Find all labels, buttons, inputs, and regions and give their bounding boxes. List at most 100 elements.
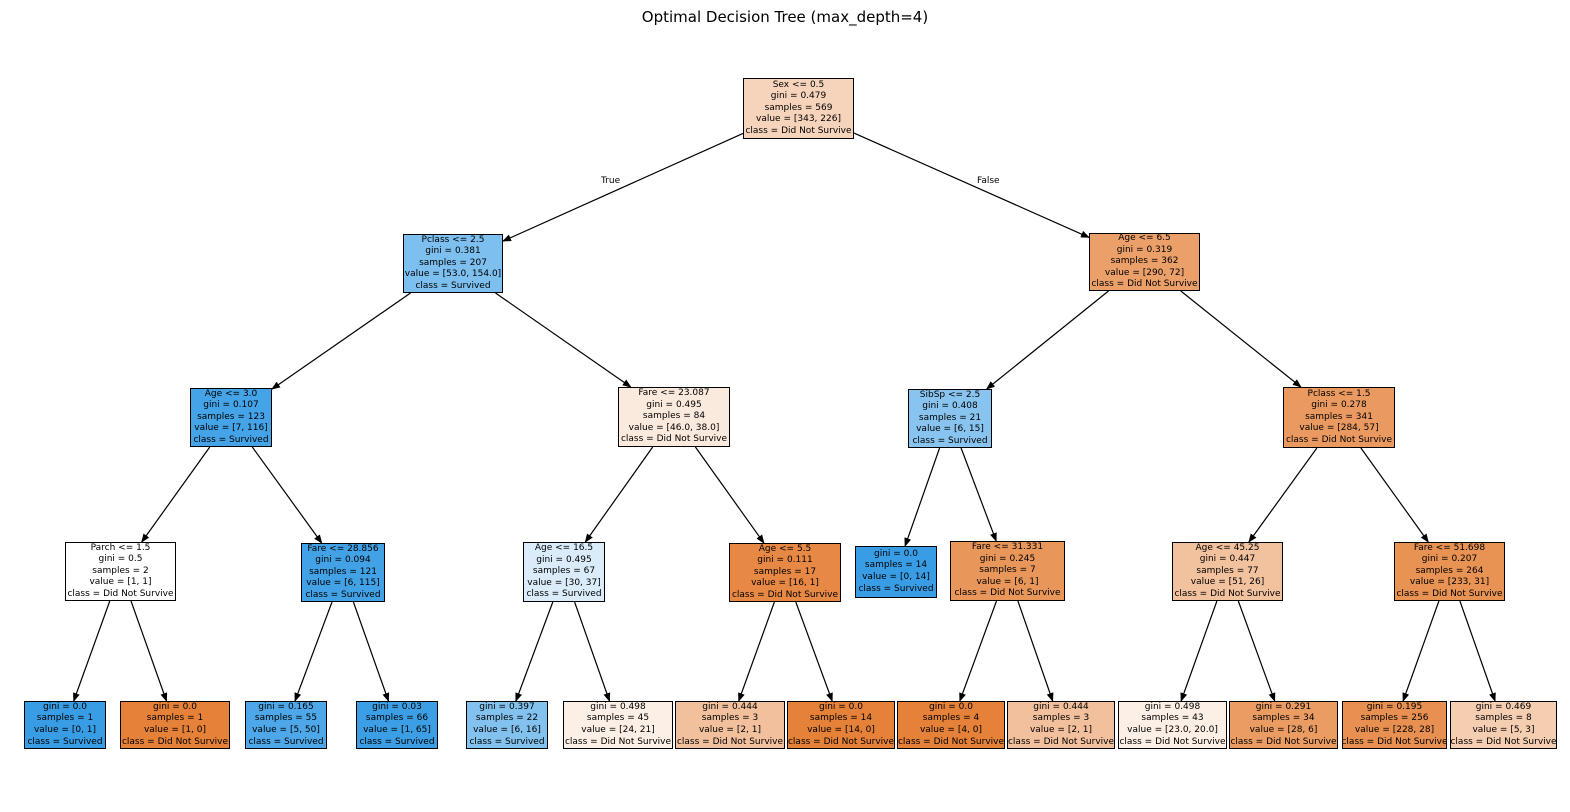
tree-node: Fare <= 51.698 gini = 0.207 samples = 26… — [1394, 542, 1505, 601]
tree-edge — [502, 132, 744, 242]
node-samples: samples = 3 — [1032, 713, 1090, 724]
node-value: value = [0, 14] — [862, 572, 930, 582]
tree-edge — [495, 292, 632, 388]
node-gini: gini = 0.498 — [590, 701, 646, 712]
node-gini: gini = 0.444 — [1033, 701, 1089, 712]
node-value: value = [14, 0] — [807, 725, 875, 735]
node-value: value = [1, 65] — [363, 725, 431, 735]
tree-edge — [352, 601, 390, 702]
node-value: value = [46.0, 38.0] — [628, 422, 720, 433]
tree-edge — [1459, 600, 1496, 702]
node-value: value = [5, 50] — [252, 725, 320, 735]
node-value: value = [5, 3] — [1472, 725, 1535, 735]
node-samples: samples = 2 — [92, 565, 149, 576]
node-samples: samples = 77 — [1196, 565, 1259, 576]
node-value: value = [6, 16] — [473, 725, 541, 735]
node-gini: gini = 0.469 — [1475, 701, 1532, 712]
tree-leaf: gini = 0.0 samples = 4 value = [4, 0] cl… — [897, 701, 1005, 749]
node-class: class = Did Not Survive — [787, 736, 895, 747]
node-samples: samples = 569 — [764, 102, 833, 113]
node-class: class = Did Not Survive — [676, 736, 784, 747]
node-value: value = [30, 37] — [527, 577, 601, 588]
tree-leaf: gini = 0.03 samples = 66 value = [1, 65]… — [356, 701, 438, 749]
node-class: class = Did Not Survive — [1230, 736, 1337, 747]
node-value: value = [1, 1] — [89, 577, 152, 588]
node-value: value = [24, 21] — [581, 725, 655, 735]
tree-edge — [738, 601, 775, 702]
tree-edge — [1237, 600, 1276, 702]
node-value: value = [6, 15] — [916, 424, 984, 435]
node-condition: Age <= 5.5 — [758, 543, 812, 554]
tree-node: Pclass <= 1.5 gini = 0.278 samples = 341… — [1283, 387, 1395, 448]
node-samples: samples = 4 — [922, 713, 980, 724]
node-class: class = Survived — [469, 736, 545, 747]
node-condition: Fare <= 28.856 — [307, 543, 379, 554]
tree-edge — [73, 600, 111, 702]
node-gini: gini = 0.498 — [1144, 701, 1201, 712]
node-class: class = Survived — [305, 589, 381, 600]
node-condition: Fare <= 51.698 — [1413, 542, 1486, 553]
node-samples: samples = 1 — [36, 713, 94, 724]
tree-node: Age <= 5.5 gini = 0.111 samples = 17 val… — [729, 543, 841, 602]
tree-leaf: gini = 0.0 samples = 14 value = [0, 14] … — [855, 546, 937, 598]
node-gini: gini = 0.408 — [922, 401, 978, 412]
tree-node: Age <= 3.0 gini = 0.107 samples = 123 va… — [190, 388, 272, 447]
node-gini: gini = 0.245 — [979, 553, 1036, 564]
tree-edge — [1180, 600, 1218, 702]
node-class: class = Survived — [193, 434, 269, 445]
node-gini: gini = 0.381 — [425, 246, 481, 257]
node-value: value = [23.0, 20.0] — [1127, 725, 1218, 735]
node-condition: Age <= 45.25 — [1195, 542, 1260, 553]
tree-edge — [574, 601, 611, 702]
node-samples: samples = 55 — [254, 713, 318, 724]
tree-edge — [1248, 447, 1318, 543]
tree-leaf: gini = 0.498 samples = 45 value = [24, 2… — [563, 701, 673, 749]
tree-node: Fare <= 31.331 gini = 0.245 samples = 7 … — [950, 541, 1065, 601]
node-class: class = Did Not Survive — [564, 736, 672, 747]
tree-edge — [904, 447, 941, 547]
node-gini: gini = 0.0 — [819, 701, 863, 712]
node-condition: Pclass <= 1.5 — [1307, 388, 1371, 399]
node-gini: gini = 0.03 — [372, 701, 422, 712]
node-condition: SibSp <= 2.5 — [919, 389, 981, 400]
tree-edge — [294, 601, 333, 702]
tree-leaf: gini = 0.469 samples = 8 value = [5, 3] … — [1450, 701, 1557, 749]
tree-leaf: gini = 0.165 samples = 55 value = [5, 50… — [245, 701, 327, 749]
node-gini: gini = 0.111 — [757, 555, 813, 566]
node-class: class = Did Not Survive — [121, 736, 229, 747]
tree-edge — [985, 290, 1109, 390]
tree-edge — [960, 447, 997, 542]
tree-edge — [1402, 600, 1440, 702]
node-gini: gini = 0.291 — [1255, 701, 1312, 712]
node-samples: samples = 362 — [1110, 256, 1179, 267]
node-samples: samples = 17 — [753, 566, 817, 577]
node-samples: samples = 207 — [419, 257, 487, 268]
node-value: value = [2, 1] — [698, 725, 762, 735]
tree-leaf: gini = 0.0 samples = 1 value = [0, 1] cl… — [24, 701, 106, 749]
node-samples: samples = 22 — [475, 713, 539, 724]
tree-node: Age <= 6.5 gini = 0.319 samples = 362 va… — [1089, 233, 1200, 291]
node-class: class = Did Not Survive — [67, 588, 174, 599]
tree-edge — [853, 132, 1090, 238]
tree-leaf: gini = 0.0 samples = 1 value = [1, 0] cl… — [120, 701, 230, 749]
tree-edge — [959, 600, 998, 702]
plot-title: Optimal Decision Tree (max_depth=4) — [641, 8, 929, 26]
node-condition: Fare <= 31.331 — [971, 542, 1044, 553]
node-samples: samples = 256 — [1360, 713, 1429, 724]
node-condition: Age <= 3.0 — [204, 388, 258, 399]
node-gini: gini = 0.447 — [1199, 554, 1256, 565]
node-samples: samples = 264 — [1415, 565, 1484, 576]
node-class: class = Did Not Survive — [897, 736, 1005, 747]
node-samples: samples = 341 — [1305, 411, 1373, 422]
node-samples: samples = 1 — [146, 713, 204, 724]
tree-node: Parch <= 1.5 gini = 0.5 samples = 2 valu… — [65, 542, 176, 601]
tree-edge — [694, 446, 765, 544]
node-samples: samples = 14 — [864, 560, 928, 571]
node-samples: samples = 34 — [1252, 713, 1315, 724]
node-class: class = Survived — [359, 736, 435, 747]
node-samples: samples = 7 — [979, 565, 1036, 576]
tree-node: Fare <= 28.856 gini = 0.094 samples = 12… — [301, 543, 385, 602]
node-gini: gini = 0.207 — [1421, 554, 1478, 565]
node-value: value = [1, 0] — [143, 725, 207, 735]
node-class: class = Did Not Survive — [1396, 588, 1503, 599]
